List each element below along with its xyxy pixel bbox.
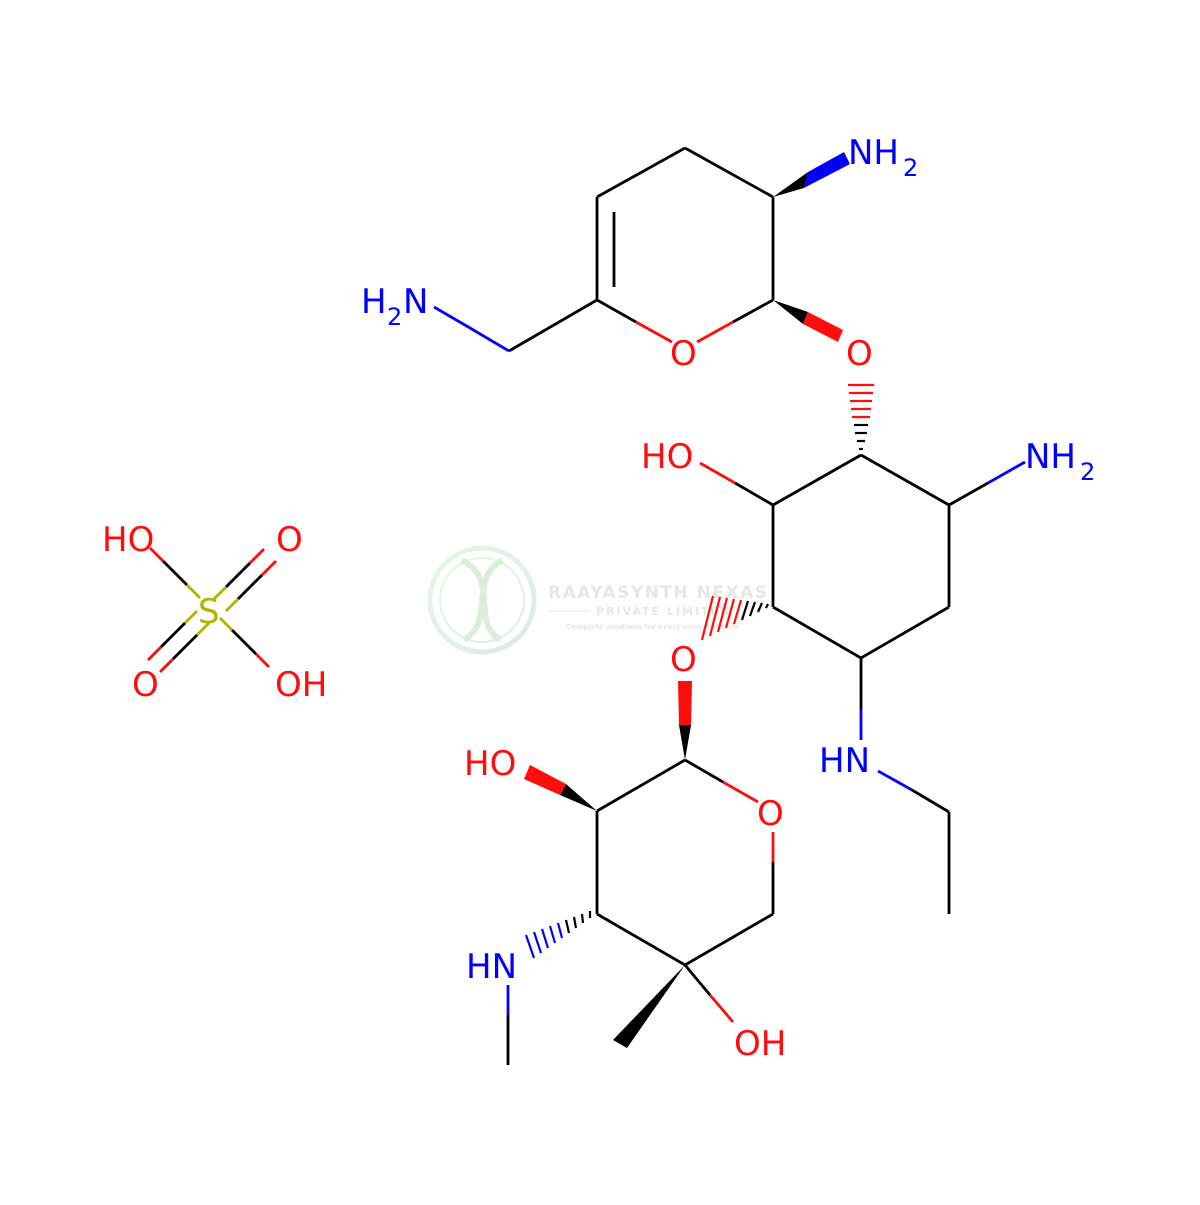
wedge-bonds	[524, 152, 850, 1048]
bond-o	[147, 646, 162, 661]
bond-o	[249, 548, 265, 564]
hash-bond	[848, 383, 874, 419]
atom-o-ring-top: O	[670, 334, 697, 374]
watermark-logo-inner	[439, 557, 525, 643]
bonds	[160, 146, 989, 1065]
bond-o	[261, 560, 277, 576]
atom-nh2-top-subscript: 2	[903, 154, 918, 182]
bond-s	[186, 584, 201, 599]
bond	[508, 298, 598, 353]
bond-n	[433, 305, 471, 330]
bond	[860, 605, 950, 660]
bond-o	[149, 547, 164, 562]
bond	[734, 481, 774, 507]
watermark-tagline: Complete solutions for every molecule's …	[566, 623, 740, 631]
hash-bond	[740, 600, 769, 621]
atom-h2n-left-subscript: 2	[387, 303, 402, 331]
bond	[162, 560, 188, 586]
bond-n	[987, 460, 1026, 485]
atom-sulfate-o-top: O	[276, 520, 303, 560]
atom-oh-bottom: OH	[734, 1024, 786, 1064]
atom-hn-ethyl: HN	[819, 741, 870, 781]
bond	[231, 629, 257, 655]
atom-nh2-right-subscript: 2	[1080, 458, 1095, 486]
bond	[732, 298, 774, 324]
atom-o-ring-low: O	[757, 794, 784, 834]
bond	[860, 453, 950, 507]
bond	[596, 298, 637, 324]
bond-o	[696, 320, 734, 344]
wedge-bond	[803, 312, 843, 342]
bond-o	[699, 461, 736, 485]
bond	[596, 146, 686, 199]
watermark-title: RAAYASYNTH NEXAS	[548, 583, 769, 603]
bond	[684, 912, 774, 967]
bond-n	[877, 769, 913, 792]
bond	[684, 758, 724, 784]
hetero-bonds	[147, 305, 1026, 1023]
bond	[684, 146, 774, 199]
atom-h2n-left-h: H	[361, 282, 387, 322]
bond-o	[635, 320, 673, 344]
wedge-bond	[679, 725, 691, 760]
atom-nh2-top: NH	[848, 133, 899, 173]
bond	[772, 605, 862, 660]
watermark-subtitle: PRIVATE LIMITED	[596, 605, 731, 618]
bond-o	[722, 780, 759, 804]
atom-o-link-top: O	[846, 334, 873, 374]
watermark-logo-ring	[427, 545, 537, 655]
hash-bond	[700, 595, 743, 641]
bond	[911, 788, 950, 814]
atom-ho-mid: HO	[641, 437, 693, 477]
bond	[683, 964, 712, 996]
atom-o-link-mid: O	[670, 640, 697, 680]
atom-sulfate-s: S	[198, 592, 220, 632]
atom-nh2-right: NH	[1025, 437, 1076, 477]
atom-ho-lower: HO	[464, 744, 516, 784]
atom-sulfate-ho: HO	[102, 520, 154, 560]
atom-hn-methyl: HN	[466, 947, 517, 987]
bond	[772, 453, 862, 507]
hash-bonds	[524, 383, 874, 959]
bond-o	[255, 653, 270, 668]
bond	[160, 622, 186, 648]
watermark-dna-icon	[460, 557, 504, 643]
wedge-bond	[560, 784, 597, 811]
wedge-bond	[613, 965, 685, 1048]
wedge-bond	[804, 152, 850, 188]
hash-bond	[564, 911, 592, 934]
watermark: RAAYASYNTH NEXAS PRIVATE LIMITED Complet…	[427, 545, 769, 655]
hash-bond	[854, 423, 868, 451]
bond-s	[213, 586, 227, 600]
atom-labels: NH 2 H 2 N O O HO NH 2 O HN HO O HN OH H…	[102, 133, 1095, 1064]
bond	[948, 481, 989, 507]
bond-s	[219, 617, 233, 631]
bond	[225, 562, 251, 588]
bond-s	[184, 610, 198, 624]
atom-sulfate-oh: OH	[275, 665, 327, 705]
bond-s	[225, 598, 239, 612]
bond-n	[469, 326, 510, 353]
wedge-bond	[773, 172, 808, 197]
wedge-bond	[678, 681, 692, 725]
bond	[172, 634, 198, 660]
hash-bond	[524, 922, 564, 959]
bond	[237, 574, 263, 600]
bond-s	[196, 622, 210, 636]
bond-o	[708, 994, 735, 1023]
wedge-bond	[773, 300, 808, 324]
bond	[596, 912, 686, 967]
atom-h2n-left-n: N	[403, 282, 428, 322]
bond	[596, 758, 686, 813]
wedge-bond	[524, 765, 566, 795]
bond-o	[159, 658, 174, 673]
atom-sulfate-o-left: O	[132, 665, 159, 705]
